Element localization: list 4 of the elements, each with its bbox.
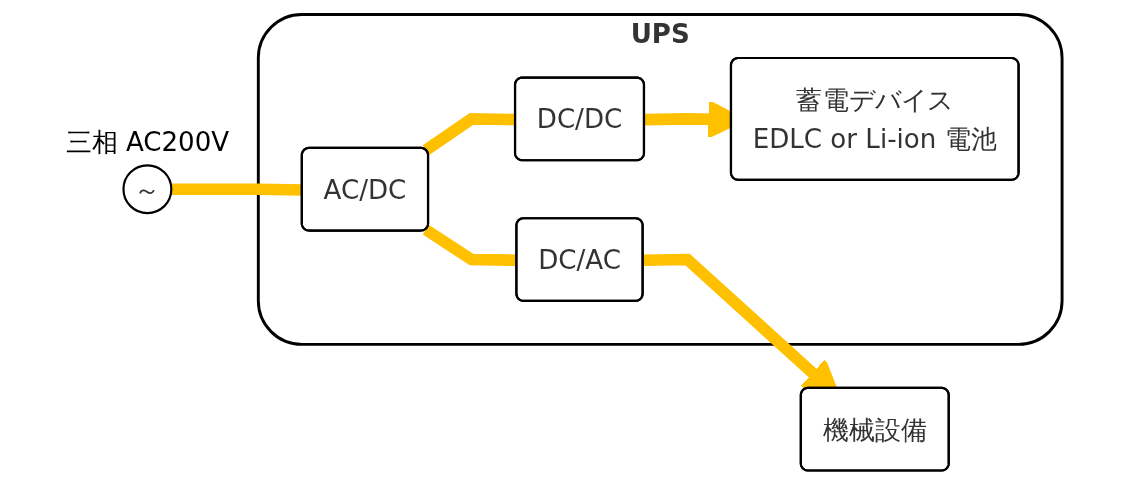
caption-text: 三相 AC200V [65, 126, 230, 157]
cluster [256, 13, 1064, 346]
node-circle [122, 164, 173, 215]
connector [422, 113, 516, 155]
